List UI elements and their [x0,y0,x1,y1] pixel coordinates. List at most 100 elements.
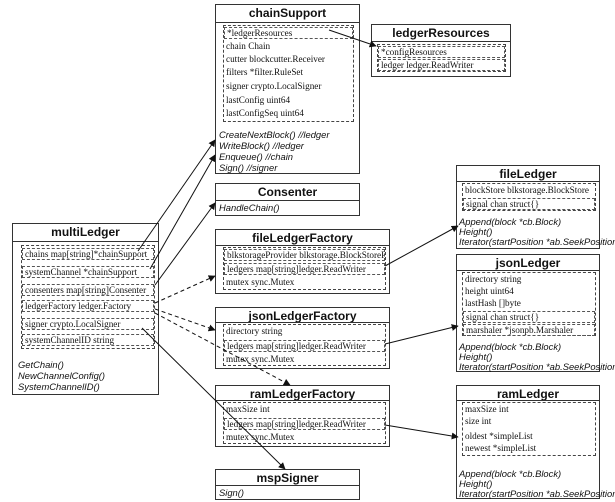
class-title: fileLedger [499,167,557,181]
method: Sign() //signer [219,162,278,173]
link-fileledgers-to-fileledger [384,225,459,267]
attribute: filters *filter.RuleSet [226,67,304,77]
method: Height() [459,226,493,237]
divider [216,322,389,323]
method: GetChain() [18,359,64,370]
attribute-group: directory string height uint64 lastHash … [462,272,596,336]
attribute: directory string [226,326,283,336]
class-title: multiLedger [51,225,120,239]
attribute: directory string [465,274,522,284]
attribute: mutex sync.Mutex [226,354,295,364]
class-chainsupport: chainSupport *ledgerResources chain Chai… [215,4,360,174]
attribute: chains map[string]*chainSupport [22,248,154,260]
attribute: systemChannel *chainSupport [22,266,154,278]
attribute: maxSize int [226,404,270,414]
link-systemchannel-to-chainsupport [149,154,216,270]
class-fileledgerfactory: fileLedgerFactory blkstorageProvider blk… [215,229,390,294]
attribute: marshaler *jsonpb.Marshaler [463,324,595,336]
divider [457,181,599,182]
class-jsonledger: jsonLedger directory string height uint6… [456,254,615,372]
attribute-group: maxSize int ledgers map[string]ledger.Re… [223,402,386,444]
method: Height() [459,351,493,362]
class-multiledger: multiLedger chains map[string]*chainSupp… [12,223,159,395]
class-title: jsonLedgerFactory [248,309,357,323]
class-title: ramLedger [496,387,560,401]
class-title: chainSupport [248,6,327,20]
class-ledgerresources: ledgerResources *configResources ledger … [371,24,511,77]
attribute: *configResources [378,46,505,58]
attribute: ledger ledger.ReadWriter [378,59,505,71]
class-ramledger: ramLedger maxSize int size int oldest *s… [456,385,615,499]
attribute: lastConfigSeq uint64 [226,108,304,118]
link-ledgerfactory-to-jsonledgerfactory [154,308,216,332]
attribute: height uint64 [465,286,514,296]
divider [13,241,158,242]
attribute: systemChannelID string [22,334,154,346]
attribute-group: blockStore blkstorage.BlockStore signal … [462,183,596,211]
attribute: lastHash []byte [465,298,521,308]
attribute: maxSize int [465,404,509,414]
divider [216,200,359,201]
method: SystemChannelID() [18,381,100,392]
attribute: signal chan struct{} [463,311,595,323]
method: Iterator(startPosition *ab.SeekPosition) [459,236,615,247]
method: CreateNextBlock() //ledger [219,129,330,140]
attribute: blockStore blkstorage.BlockStore [465,185,590,195]
attribute-group: directory string ledgers map[string]ledg… [223,324,386,366]
attribute: signer crypto.LocalSigner [22,318,154,330]
link-consenters-to-consenter [154,202,216,286]
class-title: ramLedgerFactory [249,387,356,401]
divider [372,41,510,42]
method: Append(block *cb.Block) [459,468,562,479]
attribute: mutex sync.Mutex [226,277,295,287]
attribute-group: *ledgerResources chain Chain cutter bloc… [223,25,354,122]
attribute: mutex sync.Mutex [226,432,295,442]
attribute: newest *simpleList [465,443,537,453]
divider [216,245,389,246]
class-title: ledgerResources [392,26,490,40]
class-ramledgerfactory: ramLedgerFactory maxSize int ledgers map… [215,385,390,447]
attribute: ledgers map[string]ledger.ReadWriter [224,418,385,430]
class-consenter: Consenter HandleChain() [215,183,360,216]
attribute: cutter blockcutter.Receiver [226,54,325,64]
attribute-group: chains map[string]*chainSupport systemCh… [21,245,155,349]
class-title: jsonLedger [495,256,561,270]
method: Iterator(startPosition *ab.SeekPosition) [459,488,615,499]
link-jsonledgers-to-jsonledger [384,324,459,345]
attribute: size int [465,416,492,426]
method: Append(block *cb.Block) [459,216,562,227]
attribute: *ledgerResources [224,27,353,39]
attribute: chain Chain [226,41,271,51]
attribute: signer crypto.LocalSigner [226,81,322,91]
link-ramledgers-to-ramledger [384,424,459,440]
attribute: blkstorageProvider blkstorage.BlockStore… [224,249,385,261]
divider [457,270,599,271]
attribute: ledgers map[string]ledger.ReadWriter [224,340,385,352]
method: Iterator(startPosition *ab.SeekPosition) [459,361,615,372]
method: Sign() [219,487,245,498]
attribute-group: *configResources ledger ledger.ReadWrite… [377,44,506,72]
attribute: signal chan struct{} [463,198,595,210]
divider [216,485,359,486]
attribute-group: blkstorageProvider blkstorage.BlockStore… [223,247,386,290]
class-title: Consenter [257,185,318,199]
class-jsonledgerfactory: jsonLedgerFactory directory string ledge… [215,307,390,369]
class-mspsigner: mspSigner Sign() [215,469,360,500]
class-fileledger: fileLedger blockStore blkstorage.BlockSt… [456,165,615,249]
link-ledgerfactory-to-fileledgerfactory [154,275,216,304]
method: HandleChain() [219,202,280,213]
attribute: oldest *simpleList [465,431,533,441]
divider [457,400,599,401]
attribute: lastConfig uint64 [226,95,291,105]
method: Append(block *cb.Block) [459,341,562,352]
divider [216,22,359,23]
method: WriteBlock() //ledger [219,140,304,151]
attribute: consenters map[string]Consenter [22,284,154,296]
method: Height() [459,478,493,489]
attribute: ledgers map[string]ledger.ReadWriter [224,263,385,275]
class-title: fileLedgerFactory [252,231,353,245]
attribute-group: maxSize int size int oldest *simpleList … [462,402,596,456]
class-title: mspSigner [256,471,319,485]
attribute: ledgerFactory ledger.Factory [22,300,154,312]
method: NewChannelConfig() [18,370,106,381]
